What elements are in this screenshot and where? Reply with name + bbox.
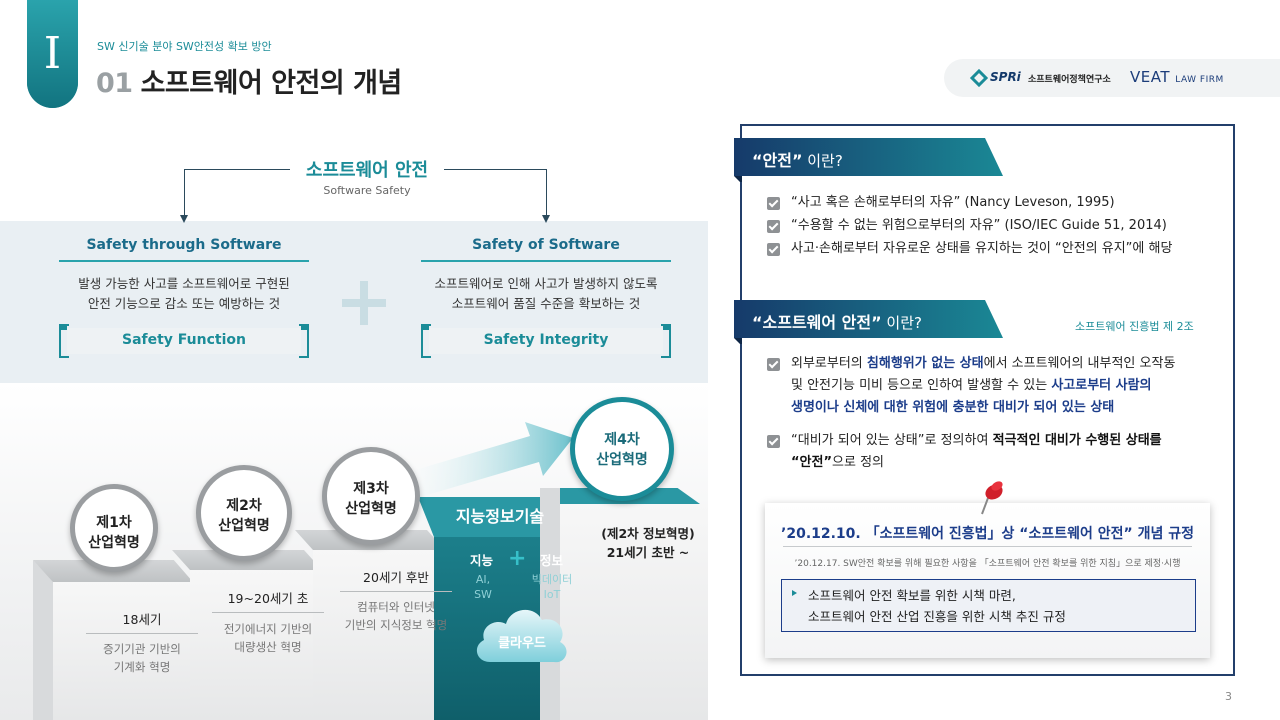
spri-logo-text: SPRi [990,70,1021,84]
ribbon-shape [734,300,1003,344]
safety-through-software-title: Safety through Software [86,237,282,253]
divider [340,591,452,592]
revolution-1-era: 18세기 [122,612,162,627]
safety-through-software-desc-2: 안전 기능으로 감소 또는 예방하는 것 [87,296,281,311]
plus-icon: + [508,546,527,571]
veat-logo: VEAT LAW FIRM [1130,68,1224,86]
safety-item-3: 사고·손해로부터 자유로운 상태를 유지하는 것이 “안전의 유지”에 해당 [791,241,1173,256]
revolution-1-desc-2: 기계화 혁명 [113,660,171,674]
connector-left-v [184,169,185,216]
safety-of-software-title: Safety of Software [472,237,620,253]
chapter-number: I [43,28,62,79]
safety-item-2: “수용할 수 없는 위험으로부터의 자유” (ISO/IEC Guide 51,… [791,218,1167,233]
logo-bar: SPRi 소프트웨어정책연구소 VEAT LAW FIRM [944,59,1280,97]
checkbox-icon [767,358,780,371]
checkbox-icon [767,220,780,233]
connector-right-v [546,169,547,216]
divider [86,633,198,634]
safety-item-1: “사고 혹은 손해로부터의 자유” (Nancy Leveson, 1995) [791,195,1115,210]
revolution-3-era: 20세기 후반 [363,570,429,585]
pushpin-icon [981,481,1003,515]
spri-logo-subtext: 소프트웨어정책연구소 [1028,75,1111,85]
intel-tech-title: 지능정보기술 [455,507,545,526]
divider [212,612,324,613]
checkbox-icon [767,243,780,256]
safety-function-label: Safety Function [122,332,246,348]
chapter-tab: I [27,0,78,108]
safety-through-software-desc-1: 발생 가능한 사고를 소프트웨어로 구현된 [78,276,290,291]
divider [59,260,309,262]
checkbox-icon [767,435,780,448]
title-number: 01 [96,68,133,99]
law-card-box-line-2: 소프트웨어 안전 산업 진흥을 위한 시책 추진 규정 [808,609,1066,624]
revolution-1-desc-1: 증기기관 기반의 [103,642,181,656]
intel-word-left: 지능 [470,553,494,568]
plus-icon [342,281,386,325]
revolution-2-desc-1: 전기에너지 기반의 [223,622,313,636]
breadcrumb: SW 신기술 분야 SW안전성 확보 방안 [97,40,272,53]
safety-of-software-desc-1: 소프트웨어로 인해 사고가 발생하지 않도록 [434,276,658,291]
safety-function-box: Safety Function [59,324,309,358]
growth-arrow-icon [405,422,573,498]
connector-right-h [444,169,547,170]
law-card: ’20.12.10. 「소프트웨어 진흥법」상 “소프트웨어 안전” 개념 규정… [765,503,1210,658]
law-card-title: ’20.12.10. 「소프트웨어 진흥법」상 “소프트웨어 안전” 개념 규정 [781,526,1194,542]
revolution-3-desc-1: 컴퓨터와 인터넷 [357,600,435,614]
connector-left-h [184,169,290,170]
arrow-down-icon [542,215,550,223]
concept-subtitle: Software Safety [323,184,411,197]
divider [783,546,1192,547]
intel-left-small: AI,SW [474,573,492,601]
law-card-box: 소프트웨어 안전 확보를 위한 시책 마련, 소프트웨어 안전 산업 진흥을 위한… [781,579,1196,632]
cloud-label: 클라우드 [498,636,546,651]
checkbox-icon [767,197,780,210]
sw-safety-item-1: 외부로부터의 침해행위가 없는 상태에서 소프트웨어의 내부적인 오작동 및 안… [791,356,1176,415]
step-4-block [560,504,708,720]
step-1-block [53,582,193,720]
safety-ribbon: “안전” 이란? [730,138,1005,182]
intel-word-right: 정보 [540,553,564,568]
law-card-box-line-1: 소프트웨어 안전 확보를 위한 시책 마련, [808,588,1016,603]
step-1-side [33,560,53,720]
spri-logo-icon [970,69,988,87]
concept-title: 소프트웨어 안전 [305,160,429,181]
sw-safety-item-2: “대비가 되어 있는 상태”로 정의하여 적극적인 대비가 수행된 상태를 “안… [791,433,1162,470]
cloud-icon [476,609,567,663]
revolution-4-era: (제2차 정보혁명)21세기 초반 ~ [601,526,695,560]
law-card-note: ’20.12.17. SW안전 확보를 위해 필요한 사항을 「소프트웨어 안전… [794,559,1181,569]
ribbon-shape [734,138,1003,182]
bullet-icon [792,590,797,596]
revolution-2-desc-2: 대량생산 혁명 [234,640,302,654]
sw-safety-ribbon: “소프트웨어 안전” 이란? [730,300,1005,344]
law-reference: 소프트웨어 진흥법 제 2조 [1075,320,1194,333]
step-2-block [190,570,322,720]
arrow-down-icon [180,215,188,223]
title-text: 소프트웨어 안전의 개념 [140,68,403,99]
step-3-block [313,550,445,720]
safety-integrity-label: Safety Integrity [483,332,609,348]
revolution-2-era: 19~20세기 초 [227,591,309,606]
revolution-3-desc-2: 기반의 지식정보 혁명 [344,618,448,632]
page-number: 3 [1225,690,1232,703]
safety-integrity-box: Safety Integrity [421,324,671,358]
safety-of-software-desc-2: 소프트웨어 품질 수준을 확보하는 것 [451,296,641,311]
divider [421,260,671,262]
